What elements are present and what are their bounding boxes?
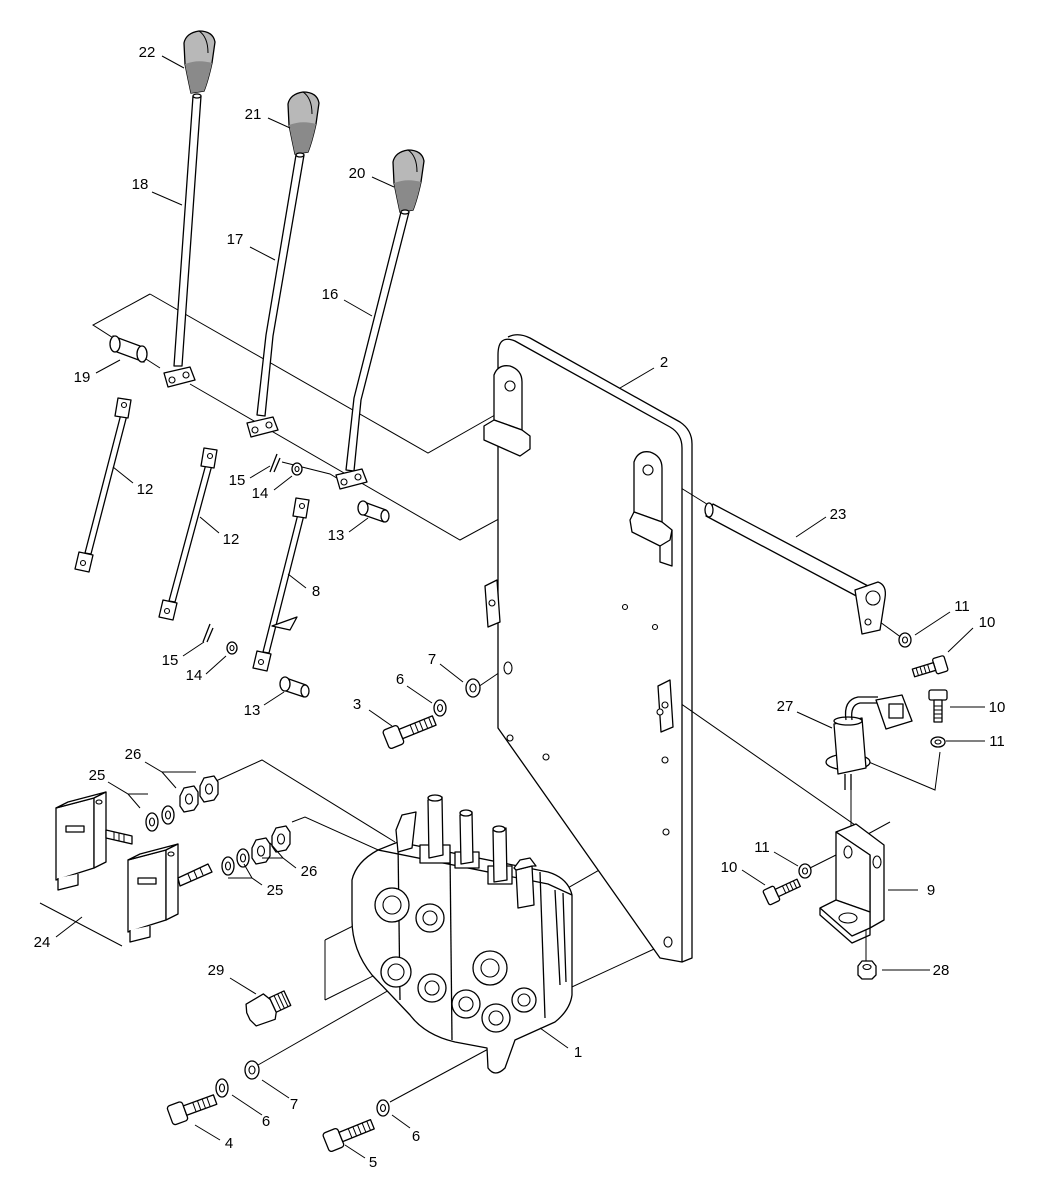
callout-27: 27: [777, 698, 794, 715]
callout-11-a: 11: [954, 598, 970, 615]
callout-10-a: 10: [979, 614, 996, 631]
callout-16: 16: [322, 286, 339, 303]
callout-labels: 22 21 20 18 17 16 19 2 12 15 14 12 13 23…: [34, 44, 1006, 1171]
callout-12-a: 12: [137, 481, 154, 498]
callout-10-b: 10: [989, 699, 1006, 716]
part-6-washer-c: [376, 1099, 390, 1117]
callout-15-b: 15: [162, 652, 179, 669]
callout-11-b: 11: [989, 733, 1005, 750]
callout-9: 9: [927, 882, 935, 899]
part-9-bracket: [819, 823, 885, 944]
callout-28: 28: [933, 962, 950, 979]
part-6-washer-b: [215, 1078, 229, 1098]
part-19-pin: [109, 335, 148, 363]
part-8-link-rod: [252, 497, 310, 672]
callout-18: 18: [132, 176, 149, 193]
callout-8: 8: [312, 583, 320, 600]
callout-14-a: 14: [252, 485, 269, 502]
callout-15-a: 15: [229, 472, 246, 489]
part-25-lock-washers-a: [145, 805, 175, 832]
part-17-lever: [246, 152, 305, 438]
callout-6-b: 6: [262, 1113, 270, 1130]
part-24-switch-a: [55, 791, 133, 891]
callout-7-b: 7: [290, 1096, 298, 1113]
callout-24: 24: [34, 934, 51, 951]
part-23-shaft: [704, 502, 886, 635]
part-20-knob: [392, 149, 425, 213]
part-6-washer-a: [433, 699, 447, 717]
part-3-bolt: [382, 715, 437, 750]
callout-19: 19: [74, 369, 91, 386]
part-13-pin-b: [279, 676, 310, 698]
part-10-bolt-c: [762, 878, 801, 906]
callout-17: 17: [227, 231, 244, 248]
part-11-washer-b: [930, 736, 946, 748]
callout-25-a: 25: [89, 767, 106, 784]
callout-22: 22: [139, 44, 156, 61]
callout-6-c: 6: [412, 1128, 420, 1145]
part-24-switch-b: [127, 843, 213, 943]
part-14-washer-a: [291, 462, 303, 476]
callout-21: 21: [245, 106, 262, 123]
part-12-link-rod-a: [74, 397, 132, 573]
callout-6-a: 6: [396, 671, 404, 688]
part-22-knob: [183, 30, 216, 94]
part-4-bolt: [166, 1094, 218, 1126]
callout-1: 1: [574, 1044, 582, 1061]
part-10-bolt-b: [928, 689, 948, 723]
callout-4: 4: [225, 1135, 233, 1152]
part-13-pin-a: [357, 500, 390, 523]
callout-20: 20: [349, 165, 366, 182]
callout-13-b: 13: [244, 702, 261, 719]
part-10-bolt-a: [911, 655, 949, 678]
callout-13-a: 13: [328, 527, 345, 544]
part-29-plug: [245, 990, 292, 1027]
part-11-washer-c: [798, 863, 812, 879]
part-7-washer-a: [465, 678, 481, 698]
part-21-knob: [287, 91, 320, 155]
part-12-link-rod-b: [158, 447, 218, 621]
part-28-nut: [857, 960, 877, 980]
callout-26-a: 26: [125, 746, 142, 763]
callout-26-b: 26: [301, 863, 318, 880]
leader-lines: [39, 55, 985, 1159]
callout-11-c: 11: [754, 839, 770, 856]
callout-12-b: 12: [223, 531, 240, 548]
callout-5: 5: [369, 1154, 377, 1171]
part-11-washer-a: [898, 632, 912, 648]
part-7-washer-b: [244, 1060, 260, 1080]
callout-14-b: 14: [186, 667, 203, 684]
callout-7-a: 7: [428, 651, 436, 668]
callout-10-c: 10: [721, 859, 738, 876]
part-2-mounting-plate: [483, 334, 693, 963]
callout-23: 23: [830, 506, 847, 523]
part-18-lever: [163, 93, 202, 388]
part-15-clip-b: [202, 623, 214, 643]
part-1-control-valve: [351, 794, 573, 1074]
part-27-switch-sensor: [825, 694, 913, 790]
part-14-washer-b: [226, 641, 238, 655]
part-26-nuts-a: [179, 775, 219, 813]
callout-29: 29: [208, 962, 225, 979]
callout-3: 3: [353, 696, 361, 713]
callout-2: 2: [660, 354, 668, 371]
part-5-bolt: [322, 1118, 375, 1153]
part-16-lever: [335, 209, 410, 490]
part-15-clip-a: [269, 453, 281, 473]
part-25-lock-washers-b: [221, 848, 250, 876]
callout-25-b: 25: [267, 882, 284, 899]
